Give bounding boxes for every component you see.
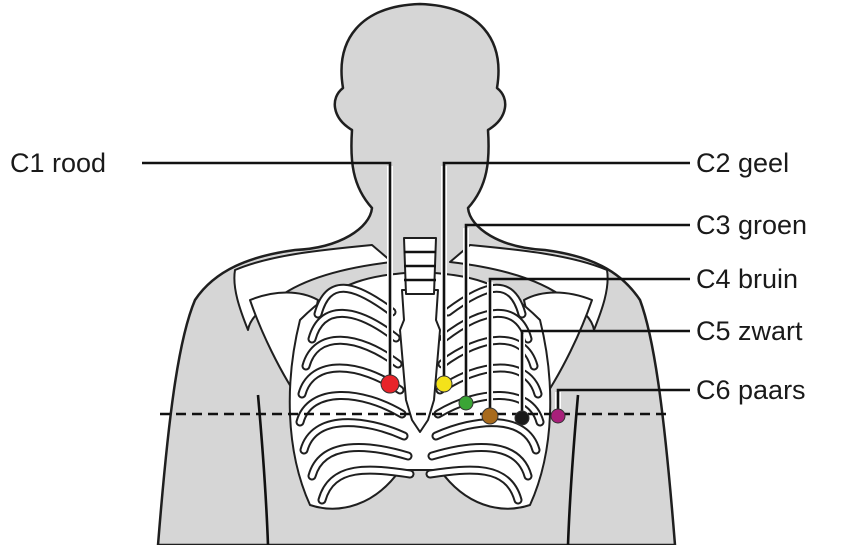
electrode-c1 xyxy=(381,375,399,393)
label-c2: C2 geel xyxy=(696,148,789,178)
electrode-c6 xyxy=(551,409,565,423)
electrode-c4 xyxy=(482,408,498,424)
label-c3: C3 groen xyxy=(696,210,807,240)
label-c4: C4 bruin xyxy=(696,264,798,294)
electrode-c5 xyxy=(515,411,529,425)
label-c6: C6 paars xyxy=(696,375,806,405)
electrode-c3 xyxy=(459,396,473,410)
label-c1: C1 rood xyxy=(10,148,106,178)
electrode-c2 xyxy=(436,376,452,392)
label-c5: C5 zwart xyxy=(696,316,803,346)
